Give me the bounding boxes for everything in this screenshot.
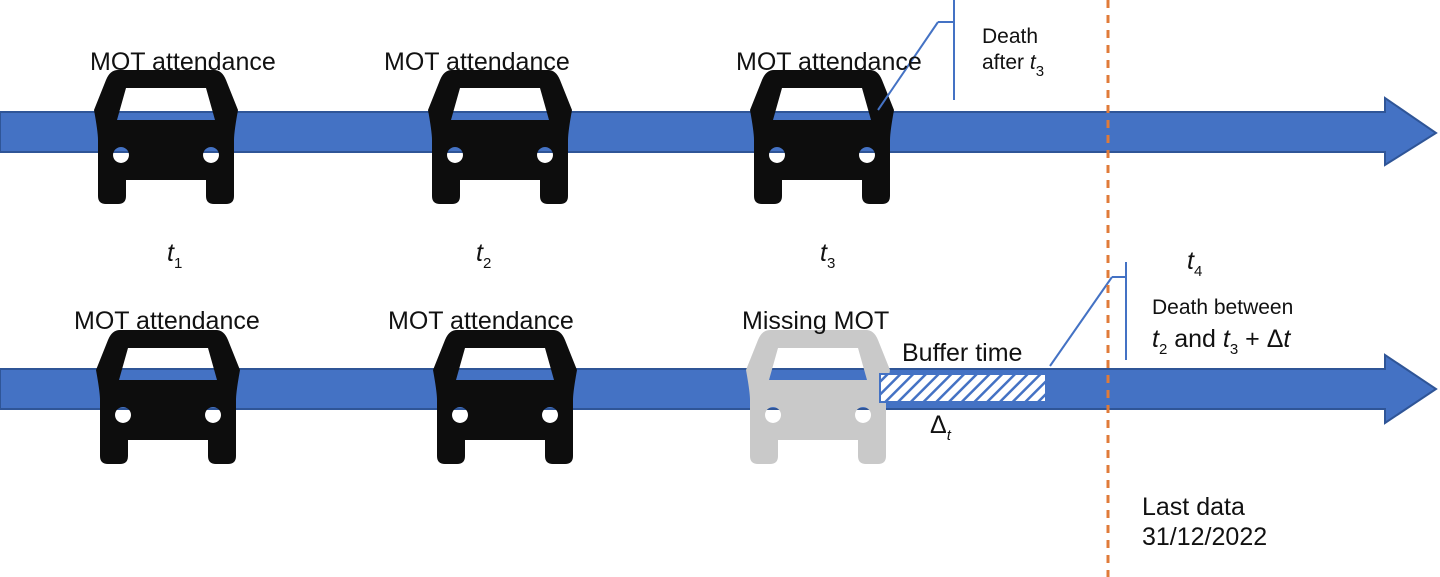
mot-attendance-label: MOT attendance (388, 307, 574, 335)
last-data-line1: Last data (1142, 493, 1245, 521)
car-icon (94, 70, 238, 204)
car-icon (433, 330, 577, 464)
car-icon (750, 70, 894, 204)
car-icon (428, 70, 572, 204)
death-between-label: Death between t2 and t3 + Δt (1152, 295, 1293, 357)
time-label-t2: t2 (476, 239, 492, 272)
mot-attendance-label: MOT attendance (384, 48, 570, 76)
death-between-pointer (1049, 276, 1113, 367)
mot-attendance-label: MOT attendance (74, 307, 260, 335)
car-icon (96, 330, 240, 464)
death-between-line2: t2 and t3 + Δt (1152, 325, 1291, 359)
death-after-t3-pointer (877, 21, 939, 111)
last-data-date: 31/12/2022 (1142, 523, 1268, 551)
mot-attendance-label: MOT attendance (736, 48, 922, 76)
delta-t-label: Δt (930, 411, 951, 444)
missing-mot-label: Missing MOT (742, 307, 890, 335)
mot-attendance-label: MOT attendance (90, 48, 276, 76)
buffer-time-box (879, 373, 1047, 403)
car-icon-faded (746, 330, 890, 464)
last-data-label: Last data 31/12/2022 (1142, 492, 1267, 552)
time-label-t1: t1 (167, 239, 183, 272)
death-label-line2: after t3 (982, 51, 1045, 81)
time-label-t3: t3 (820, 239, 836, 272)
death-label-line1: Death (982, 25, 1039, 48)
death-between-line1: Death between (1152, 296, 1294, 319)
death-after-t3-label: Death after t3 (982, 24, 1044, 82)
time-label-t4: t4 (1187, 247, 1203, 280)
buffer-time-label: Buffer time (902, 339, 1023, 367)
